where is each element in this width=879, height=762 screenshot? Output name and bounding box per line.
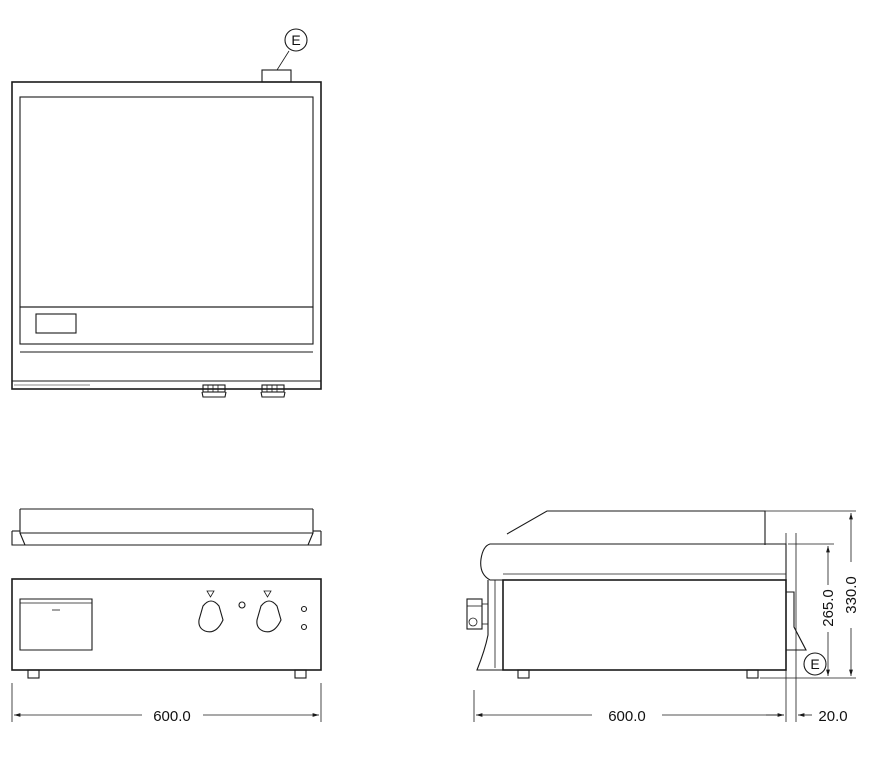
indicator-light [300,623,308,631]
top-view-outline [11,81,322,390]
side-body [502,579,787,671]
knob-top-left [201,384,227,398]
leader-line [276,50,290,71]
front-strip [19,306,314,345]
drip-tray-handle [35,313,77,334]
side-plate [480,543,787,581]
front-knob-right [256,590,282,633]
foot [294,669,307,679]
side-knob [466,598,489,630]
dimension-depth: 600.0 [608,708,646,725]
indicator-light [300,605,308,613]
side-splash [506,510,766,545]
connection-label-top: E [291,32,300,48]
front-plate [19,509,314,534]
griddle-plate [19,96,314,308]
connection-marker-side [803,652,827,676]
front-view: 600.0 [11,508,322,725]
drip-tray [19,598,93,651]
foot [27,669,40,679]
front-knob-left [198,590,224,633]
connection-label-side: E [810,656,819,672]
side-view: E 600.0 20.0 265.0 330.0 [466,510,860,725]
top-view: E [11,28,322,398]
knob-top-right [260,384,286,398]
dimension-extra: 20.0 [818,708,847,725]
connection-stub [261,69,292,83]
dimension-height-total: 330.0 [843,576,860,614]
connection-marker-top [284,28,308,52]
foot [517,669,530,679]
front-body [11,578,322,671]
foot [746,669,759,679]
dimension-height-inner: 265.0 [820,589,837,627]
indicator-light [238,601,246,609]
dimension-width: 600.0 [153,708,191,725]
